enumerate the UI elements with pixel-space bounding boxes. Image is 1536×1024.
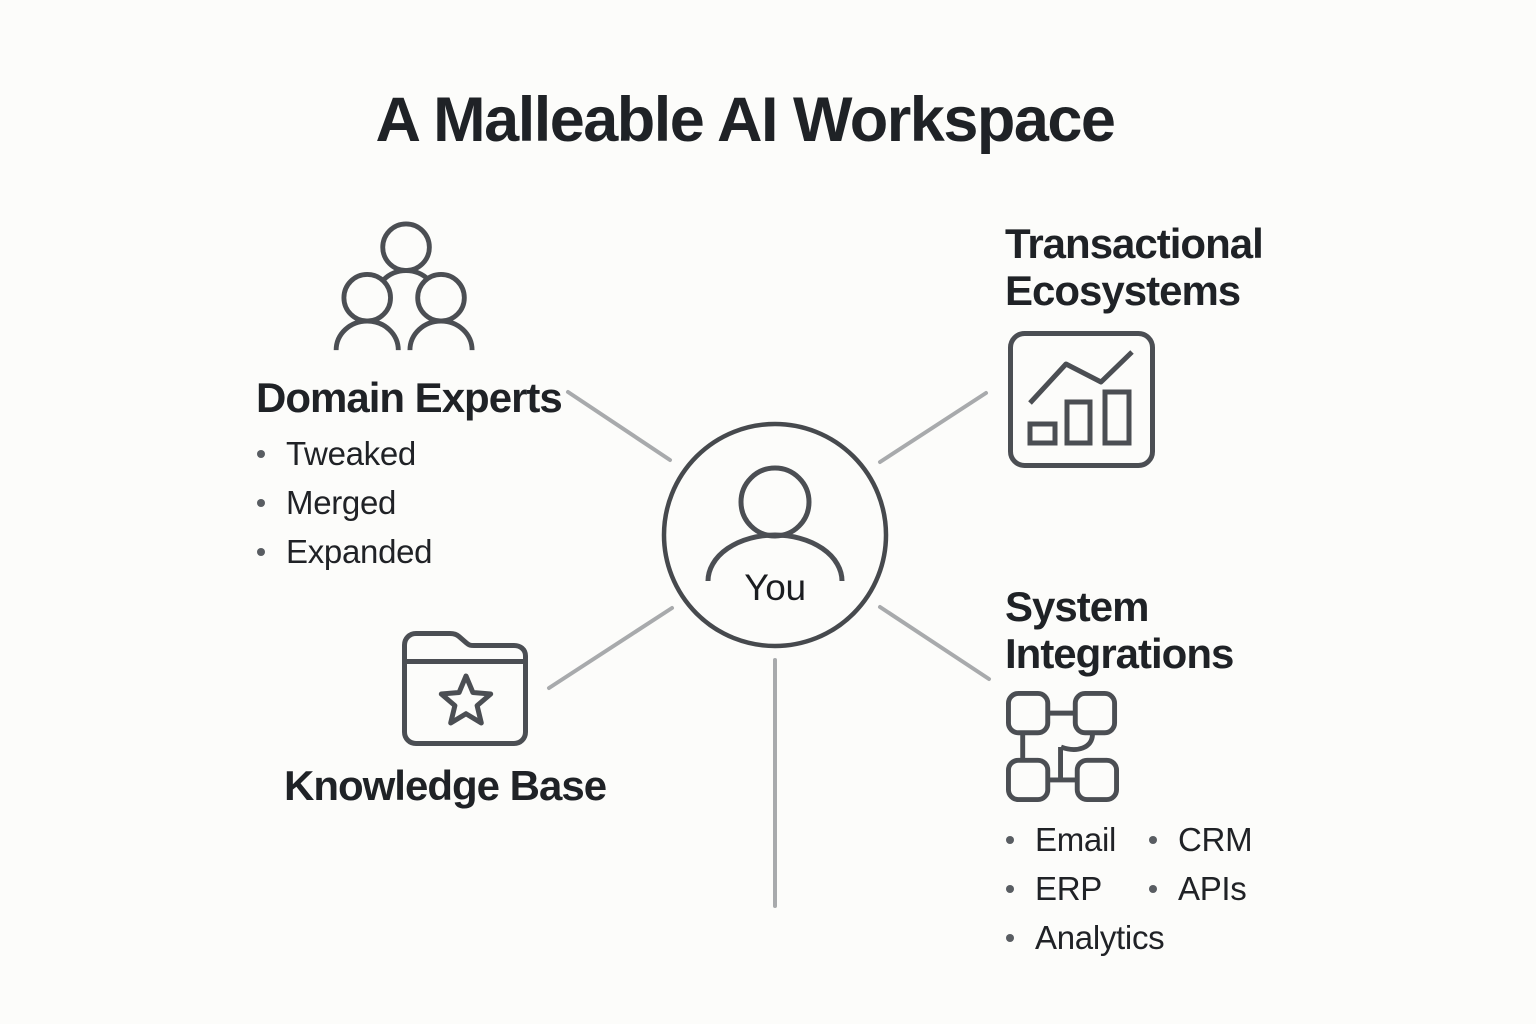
connector-system-integrations [878, 605, 991, 681]
bullet-item: Expanded [257, 532, 433, 572]
system-integrations-bullets-col2: CRM APIs [1149, 820, 1253, 909]
bullet-item: APIs [1149, 869, 1252, 909]
bullet-dot-icon [1006, 885, 1014, 893]
bullet-dot-icon [1006, 836, 1014, 844]
domain-experts-label: Domain Experts [256, 374, 563, 421]
bullet-item: Email [1006, 820, 1164, 860]
transactional-ecosystems-label: Transactional Ecosystems [1005, 220, 1264, 314]
bullet-item: Tweaked [257, 434, 432, 474]
bullet-dot-icon [257, 499, 265, 507]
bullet-dot-icon [1149, 885, 1157, 893]
bullet-dot-icon [257, 548, 265, 556]
bullet-dot-icon [1149, 836, 1157, 844]
you-node-circle [661, 421, 889, 649]
bullet-item: Merged [257, 483, 432, 523]
connector-knowledge-base [547, 606, 674, 690]
knowledge-base-label: Knowledge Base [284, 762, 607, 809]
bullet-item: ERP [1006, 869, 1164, 909]
folder-star-icon [402, 631, 528, 746]
bullet-item: Analytics [1006, 918, 1165, 958]
people-group-icon [333, 221, 475, 351]
person-icon [705, 465, 845, 582]
system-integrations-bullets-col1: Email ERP Analytics [1006, 820, 1165, 958]
connector-transactional [878, 391, 988, 464]
domain-experts-bullets: Tweaked Merged Expanded [257, 434, 433, 572]
bullet-item: CRM [1149, 820, 1253, 860]
bullet-dot-icon [1006, 934, 1014, 942]
bullet-dot-icon [257, 450, 265, 458]
connector-domain-experts [566, 390, 672, 462]
system-integrations-label: System Integrations [1005, 583, 1234, 677]
page-title: A Malleable AI Workspace [375, 85, 1116, 155]
bar-chart-trend-icon [1008, 331, 1155, 468]
you-label: You [744, 567, 806, 608]
connected-nodes-icon [1006, 691, 1119, 803]
